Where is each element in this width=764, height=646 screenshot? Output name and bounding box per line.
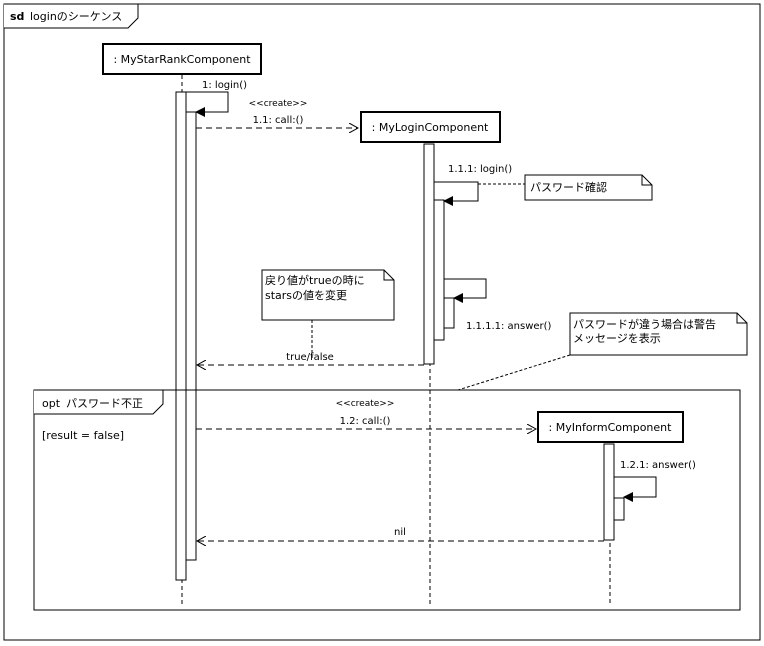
fragment-opt — [33, 389, 741, 611]
message-1-login-arrow — [186, 91, 229, 117]
message-1-login-label: 1: login() — [202, 80, 247, 91]
note-password-mismatch-line-2: メッセージを表示 — [573, 331, 661, 345]
lifeline-head-inform-label: : MyInformComponent — [549, 421, 673, 434]
note-password-mismatch — [569, 312, 748, 356]
activation-star-rank-2 — [185, 111, 197, 561]
activation-inform-2 — [613, 497, 625, 521]
note-return-value — [261, 269, 395, 321]
activation-login-3 — [443, 297, 455, 329]
activation-login-2 — [433, 199, 445, 341]
fragment-opt-label: パスワード不正 — [66, 397, 143, 410]
note-password-mismatch-anchor — [457, 354, 571, 391]
lifeline-head-login[interactable] — [360, 111, 501, 143]
frame-keyword: sd — [10, 10, 24, 23]
return-nil-label: nil — [394, 527, 406, 538]
message-1-1-1-arrow — [434, 181, 479, 206]
note-return-value-line-2: starsの値を変更 — [265, 288, 347, 302]
note-return-value-line-1: 戻り値がtrueの時に — [265, 273, 365, 287]
message-1-1-1-1-label: 1.1.1.1: answer() — [466, 321, 552, 332]
note-password-check-fold — [641, 175, 652, 186]
message-1-2-stereotype: <<create>> — [336, 399, 395, 409]
note-return-value-fold — [383, 270, 394, 281]
note-password-mismatch-fold — [736, 313, 747, 324]
note-password-check — [524, 174, 653, 201]
lifeline-head-star-rank-label: : MyStarRankComponent — [113, 53, 251, 66]
lifeline-head-login-label: : MyLoginComponent — [372, 121, 489, 134]
message-1-2-label: 1.2: call:() — [340, 416, 391, 427]
frame-title-tab — [4, 3, 139, 29]
lifeline-head-inform[interactable] — [537, 411, 684, 443]
lifeline-head-star-rank[interactable] — [102, 43, 262, 75]
activation-login-1 — [423, 143, 435, 365]
fragment-opt-tab — [34, 389, 164, 415]
frame-title: loginのシーケンス — [30, 10, 122, 23]
message-1-2-1-arrow — [614, 476, 657, 502]
message-1-1-1-1-arrow — [444, 278, 487, 303]
message-1-2-1-label: 1.2.1: answer() — [620, 460, 696, 471]
return-true-false-label: true/false — [286, 352, 334, 363]
note-password-check-text: パスワード確認 — [530, 180, 607, 194]
message-1-1-label: 1.1: call:() — [253, 115, 304, 126]
note-password-mismatch-line-1: パスワードが違う場合は警告 — [573, 317, 716, 331]
activation-star-rank-1 — [175, 91, 187, 581]
fragment-opt-operator: opt — [42, 397, 61, 410]
message-1-1-1-label: 1.1.1: login() — [448, 164, 512, 175]
activation-inform-1 — [603, 443, 615, 541]
message-1-1-stereotype: <<create>> — [249, 99, 308, 109]
fragment-opt-guard: [result = false] — [42, 429, 124, 442]
